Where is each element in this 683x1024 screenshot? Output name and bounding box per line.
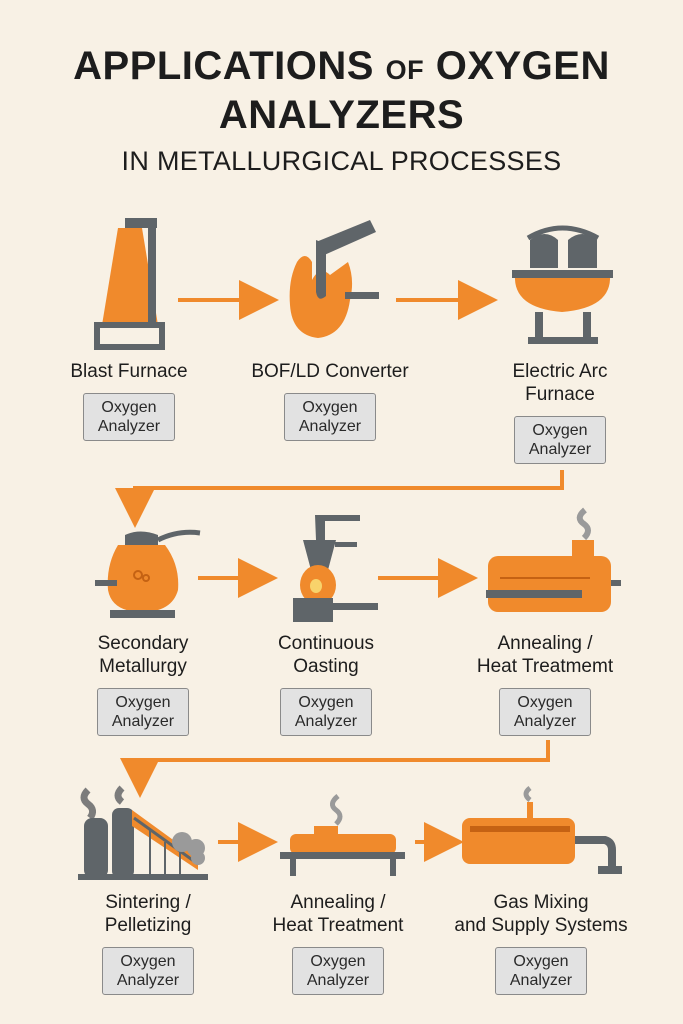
stage-label: Annealing /Heat Treatmemt (476, 633, 614, 677)
title-word-of: OF (385, 55, 425, 85)
annealing-furnace-icon-2 (280, 794, 405, 876)
electric-arc-furnace-icon (512, 225, 613, 344)
annealing-furnace-icon-1 (486, 507, 621, 612)
sintering-pelletizing-icon (78, 785, 208, 880)
title-word-applications: APPLICATIONS (73, 44, 374, 88)
title-line-2: ANALYZERS (218, 93, 465, 137)
connector-row2-row3 (120, 740, 550, 798)
connector-row1-row2 (115, 470, 564, 528)
blast-furnace-icon (94, 218, 165, 350)
subtitle: IN METALLURGICAL PROCESSES (121, 146, 562, 176)
title-word-oxygen: OXYGEN (435, 44, 610, 88)
gas-mixing-supply-icon (462, 786, 622, 874)
stage-label: Blast Furnace (70, 361, 188, 382)
bof-converter-icon (289, 220, 379, 338)
stage-label: BOF/LD Converter (251, 361, 409, 382)
secondary-metallurgy-icon (95, 529, 201, 618)
continuous-casting-icon (293, 515, 378, 622)
title-line-1: APPLICATIONS OF OXYGEN (0, 44, 683, 89)
stage-label: Annealing /Heat Treatment (272, 892, 404, 936)
stage-label: Sintering /Pelletizing (104, 892, 192, 936)
